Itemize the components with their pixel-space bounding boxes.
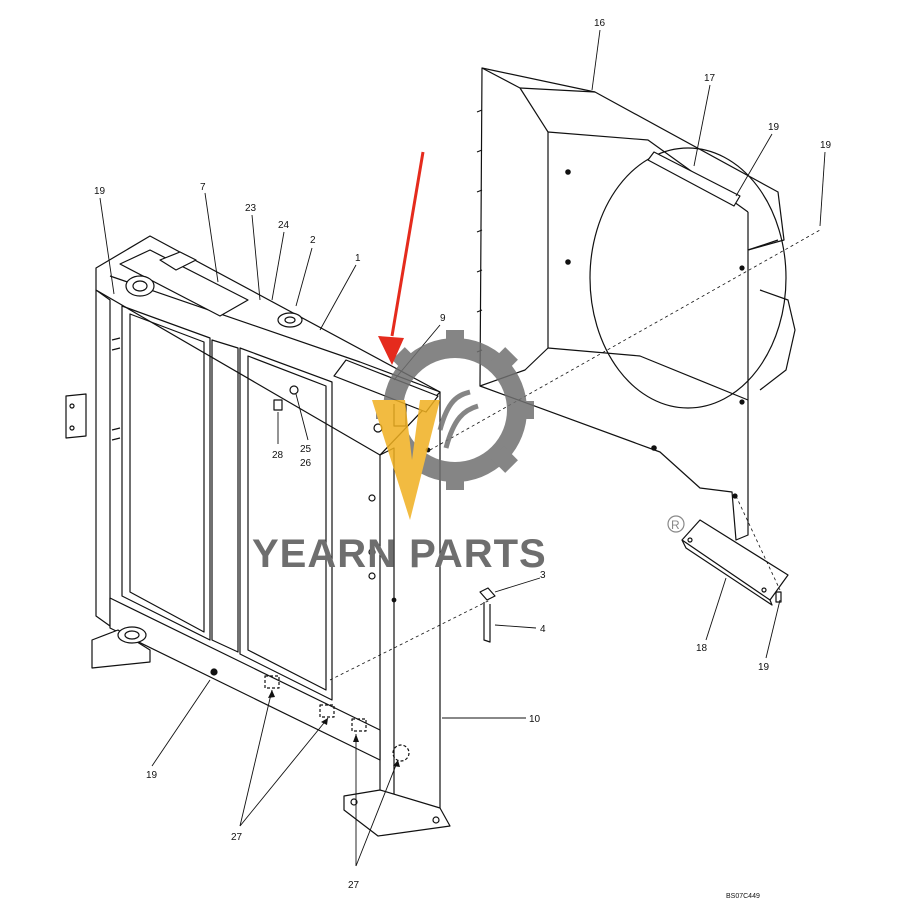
- label-24: 24: [278, 220, 290, 231]
- alignment-lines: [329, 229, 821, 681]
- label-19-bottom-right: 19: [758, 662, 770, 673]
- part-labels: 16 17 19 19 19 7 23 24 2 1 9 28 25 26 3 …: [94, 18, 832, 891]
- drawing-code: BS07C449: [726, 893, 760, 900]
- highlight-arrow: [378, 151, 425, 365]
- label-16: 16: [594, 18, 606, 29]
- label-4: 4: [540, 624, 546, 635]
- label-19-right: 19: [820, 140, 832, 151]
- label-27-bottom: 27: [348, 880, 360, 891]
- label-18: 18: [696, 643, 708, 654]
- label-10: 10: [529, 714, 541, 725]
- drain-hose: [479, 587, 496, 643]
- label-7: 7: [200, 182, 206, 193]
- radiator-assembly: [65, 235, 451, 837]
- cover-plate: [681, 519, 789, 606]
- label-25: 25: [300, 444, 312, 455]
- label-23: 23: [245, 203, 257, 214]
- label-2: 2: [310, 235, 316, 246]
- label-26: 26: [300, 458, 312, 469]
- brand-name: YEARN PARTS: [252, 532, 547, 576]
- label-1: 1: [355, 253, 361, 264]
- label-19-bottom: 19: [146, 770, 158, 781]
- brand-logo: [372, 330, 534, 520]
- label-3: 3: [540, 570, 546, 581]
- label-28: 28: [272, 450, 284, 461]
- label-9: 9: [440, 313, 446, 324]
- label-19-top: 19: [768, 122, 780, 133]
- registered-letter: R: [671, 518, 680, 532]
- label-17: 17: [704, 73, 716, 84]
- label-19-left: 19: [94, 186, 106, 197]
- label-27-left: 27: [231, 832, 243, 843]
- registered-mark: [667, 515, 685, 533]
- fan-shroud: [476, 67, 796, 541]
